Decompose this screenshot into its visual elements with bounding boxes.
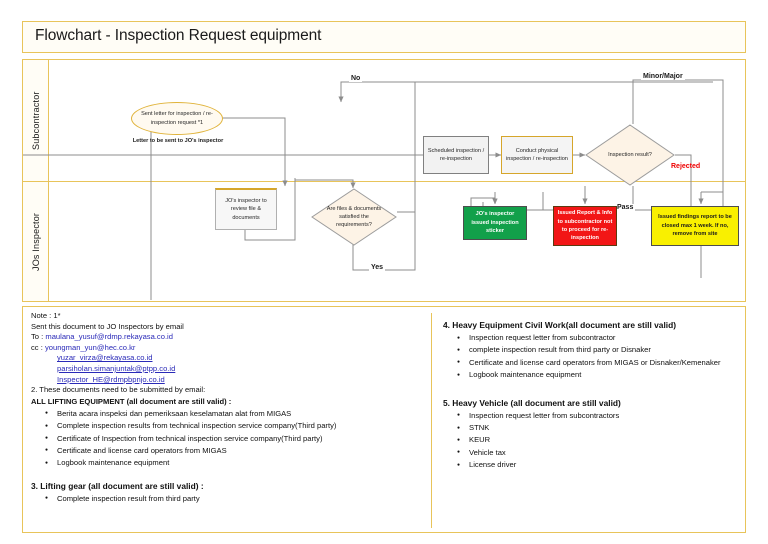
node-inspection-result-label: Inspection result? xyxy=(608,151,652,158)
list-item: STNK xyxy=(457,422,738,435)
list-item: Vehicle tax xyxy=(457,446,738,459)
edge-label-no: No xyxy=(349,75,363,82)
note-item4-head: 4. Heavy Equipment Civil Work(all docume… xyxy=(443,320,677,330)
notes-right-column: 4. Heavy Equipment Civil Work(all docume… xyxy=(443,319,738,472)
note-cc-row-3: Inspector_HE@rdmpbpnjo.co.id xyxy=(31,375,426,386)
note-cc-email-3[interactable]: Inspector_HE@rdmpbpnjo.co.id xyxy=(57,374,165,384)
spacer xyxy=(443,382,738,392)
list-item: License driver xyxy=(457,459,738,472)
note-cc-email-2[interactable]: parsiholan.simanjuntak@ptpp.co.id xyxy=(57,363,176,373)
edge-label-pass: Pass xyxy=(615,204,636,211)
list-item: Inspection request letter from subcontra… xyxy=(457,331,738,344)
node-issued-findings-label: Issued findings report to be closed max … xyxy=(658,214,732,238)
node-review-documents-label: JO's inspector to review file & document… xyxy=(225,197,267,221)
note-line-2: Sent this document to JO Inspectors by e… xyxy=(31,321,184,331)
note-to-label: To : xyxy=(31,332,44,342)
edge-label-minor-major: Minor/Major xyxy=(641,73,685,80)
node-conduct-inspection[interactable]: Conduct physical inspection / re-inspect… xyxy=(501,136,573,174)
list-item: Logbook maintenance equipment xyxy=(457,369,738,382)
swimlane-label-subcontractor: Subcontractor xyxy=(31,91,41,150)
list-item: Complete inspection results from technic… xyxy=(45,420,426,433)
list-item: Berita acara inspeksi dan pemeriksaan ke… xyxy=(45,407,426,420)
title-banner: Flowchart - Inspection Request equipment xyxy=(22,21,746,53)
swimlane-divider xyxy=(23,181,745,182)
swimlane-label-column xyxy=(23,60,49,301)
node-conduct-inspection-label: Conduct physical inspection / re-inspect… xyxy=(506,147,568,162)
node-scheduled-inspection[interactable]: Scheduled inspection / re-inspection xyxy=(423,136,489,174)
node-review-documents[interactable]: JO's inspector to review file & document… xyxy=(215,188,277,230)
note-cc-row-2: parsiholan.simanjuntak@ptpp.co.id xyxy=(31,364,426,375)
note-item2-intro: 2. These documents need to be submitted … xyxy=(31,385,206,395)
edge-label-yes: Yes xyxy=(369,264,386,271)
note-cc-line: cc : youngman_yun@hec.co.kr xyxy=(31,343,426,354)
list-item: Certificate and license card operators f… xyxy=(457,356,738,369)
list-item: complete inspection result from third pa… xyxy=(457,344,738,357)
node-issued-findings[interactable]: Issued findings report to be closed max … xyxy=(651,206,739,246)
swimlane-label-jos-inspector: JOs Inspector xyxy=(31,212,41,272)
note-item5-bullets: Inspection request letter from subcontra… xyxy=(443,409,738,472)
node-issued-report-info[interactable]: Issued Report & Info to subcontractor no… xyxy=(553,206,617,246)
note-item5-head: 5. Heavy Vehicle (all document are still… xyxy=(443,397,621,408)
node-files-check-label: Are files & documents satisfied the requ… xyxy=(326,205,382,229)
node-issued-report-info-label: Issued Report & Info to subcontractor no… xyxy=(557,210,613,242)
list-item: Logbook maintenance equipment xyxy=(45,457,426,470)
note-item3-bullets: Complete inspection result from third pa… xyxy=(31,492,426,505)
list-item: Complete inspection result from third pa… xyxy=(45,492,426,505)
note-item4-bullets: Inspection request letter from subcontra… xyxy=(443,331,738,382)
diamond-shape-files-check xyxy=(311,188,397,246)
edge-label-rejected: Rejected xyxy=(671,163,701,170)
node-scheduled-inspection-label: Scheduled inspection / re-inspection xyxy=(427,147,485,162)
node-issued-sticker[interactable]: JO's inspector issued inspection sticker xyxy=(463,206,527,240)
list-item: Inspection request letter from subcontra… xyxy=(457,409,738,422)
flowchart-canvas: Subcontractor JOs Inspector xyxy=(22,59,746,302)
note-item2-bullets: Berita acara inspeksi dan pemeriksaan ke… xyxy=(31,407,426,470)
spacer xyxy=(31,470,426,480)
node-sent-letter-caption: Letter to be sent to JO's inspector xyxy=(132,138,224,144)
note-cc-row-1: yuzar_virza@rekayasa.co.id xyxy=(31,353,426,364)
list-item: Certificate of Inspection from technical… xyxy=(45,432,426,445)
diamond-shape-inspection-result xyxy=(585,124,675,186)
node-issued-sticker-label: JO's inspector issued inspection sticker xyxy=(471,211,519,235)
node-sent-letter-label: Sent letter for inspection / re-inspecti… xyxy=(141,111,213,126)
note-header: Note : 1* xyxy=(31,311,61,320)
notes-left-column: Note : 1* Sent this document to JO Inspe… xyxy=(31,311,426,505)
note-cc-label: cc : xyxy=(31,342,43,352)
note-item3-head: 3. Lifting gear (all document are still … xyxy=(31,480,204,491)
node-inspection-result[interactable]: Inspection result? xyxy=(585,124,675,186)
page-title: Flowchart - Inspection Request equipment xyxy=(35,27,322,44)
note-item2-head: ALL LIFTING EQUIPMENT (all document are … xyxy=(31,396,232,406)
note-to-email[interactable]: maulana_yusuf@rdmp.rekayasa.co.id xyxy=(45,332,173,342)
list-item: KEUR xyxy=(457,434,738,447)
notes-panel: Note : 1* Sent this document to JO Inspe… xyxy=(22,306,746,533)
list-item: Certificate and license card operators f… xyxy=(45,444,426,457)
note-cc-email-0[interactable]: youngman_yun@hec.co.kr xyxy=(44,342,136,352)
note-to-line: To : maulana_yusuf@rdmp.rekayasa.co.id xyxy=(31,332,426,343)
notes-column-divider xyxy=(431,313,432,528)
node-sent-letter[interactable]: Sent letter for inspection / re-inspecti… xyxy=(131,102,223,135)
node-files-check[interactable]: Are files & documents satisfied the requ… xyxy=(311,188,397,246)
note-cc-email-1[interactable]: yuzar_virza@rekayasa.co.id xyxy=(57,353,153,363)
